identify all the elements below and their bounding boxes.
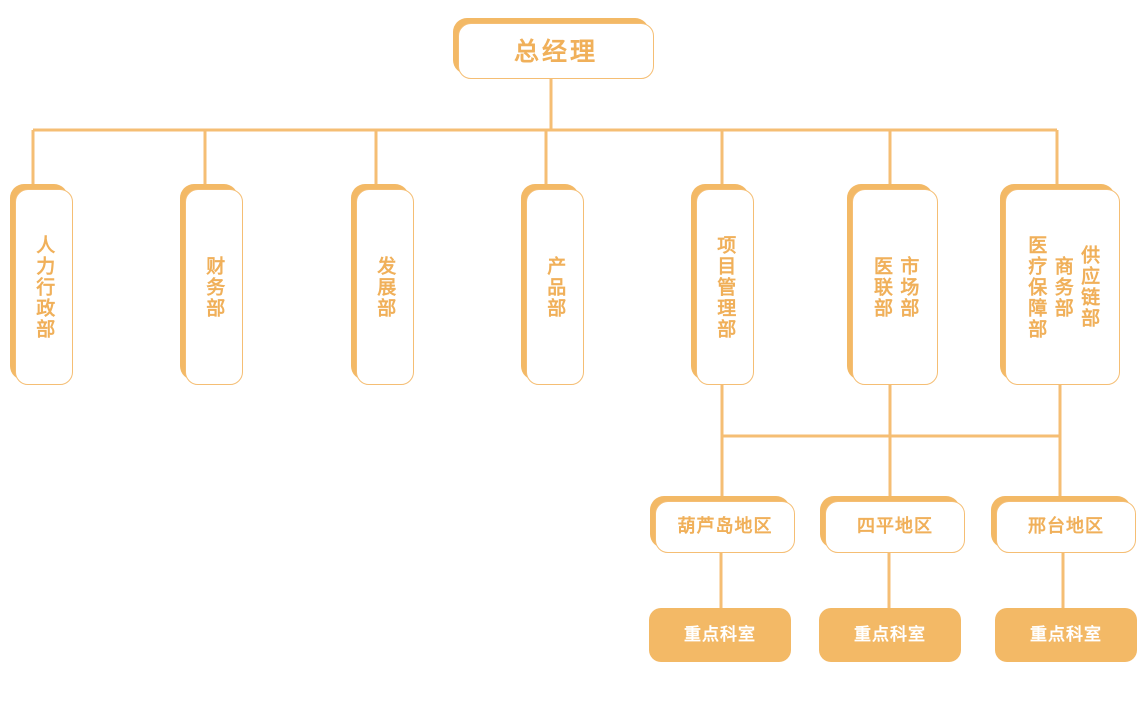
node-region-siping[interactable]: 四平地区 xyxy=(820,496,965,553)
node-label-general-manager: 总经理 xyxy=(513,36,598,66)
node-label-region-siping: 四平地区 xyxy=(857,516,933,537)
node-label-key-dept-xingtai: 重点科室 xyxy=(1030,624,1102,645)
node-label-business: 商务部 xyxy=(1051,255,1074,319)
node-finance[interactable]: 财务部 xyxy=(180,184,243,385)
node-face: 市场部 医联部 xyxy=(852,189,938,385)
vertical-label-group: 项目管理部 xyxy=(714,190,736,384)
vertical-label-group: 供应链部 商务部 医疗保障部 xyxy=(1025,190,1100,384)
node-hr-admin[interactable]: 人力行政部 xyxy=(10,184,73,385)
vertical-label-group: 财务部 xyxy=(203,190,225,384)
node-face: 财务部 xyxy=(185,189,243,385)
node-key-dept-xingtai[interactable]: 重点科室 xyxy=(995,608,1137,662)
node-label-key-dept-siping: 重点科室 xyxy=(854,624,926,645)
node-market-medical-union[interactable]: 市场部 医联部 xyxy=(847,184,938,385)
vertical-label-group: 市场部 医联部 xyxy=(871,190,920,384)
node-face: 邢台地区 xyxy=(996,501,1136,553)
node-label-medical-union: 医联部 xyxy=(871,255,893,319)
node-key-dept-siping[interactable]: 重点科室 xyxy=(819,608,961,662)
node-label-key-dept-huludao: 重点科室 xyxy=(684,624,756,645)
node-face: 葫芦岛地区 xyxy=(655,501,795,553)
node-face: 重点科室 xyxy=(649,608,791,662)
node-label-development: 发展部 xyxy=(374,255,397,319)
vertical-label-group: 产品部 xyxy=(544,190,566,384)
node-region-huludao[interactable]: 葫芦岛地区 xyxy=(650,496,795,553)
node-face: 四平地区 xyxy=(825,501,965,553)
node-label-hr-admin: 人力行政部 xyxy=(33,234,56,340)
node-label-product: 产品部 xyxy=(544,255,567,319)
node-label-market: 市场部 xyxy=(897,255,920,319)
node-general-manager[interactable]: 总经理 xyxy=(453,18,654,79)
node-face: 发展部 xyxy=(356,189,414,385)
node-face: 总经理 xyxy=(458,23,654,79)
node-face: 供应链部 商务部 医疗保障部 xyxy=(1005,189,1120,385)
node-project-management[interactable]: 项目管理部 xyxy=(691,184,754,385)
node-face: 重点科室 xyxy=(819,608,961,662)
node-label-region-huludao: 葫芦岛地区 xyxy=(677,516,773,537)
node-label-finance: 财务部 xyxy=(203,255,226,319)
node-supply-business-medical-support[interactable]: 供应链部 商务部 医疗保障部 xyxy=(1000,184,1120,385)
node-label-supply-chain: 供应链部 xyxy=(1078,245,1101,329)
node-product[interactable]: 产品部 xyxy=(521,184,584,385)
vertical-label-group: 发展部 xyxy=(374,190,396,384)
node-label-project-management: 项目管理部 xyxy=(714,234,737,340)
node-face: 重点科室 xyxy=(995,608,1137,662)
node-development[interactable]: 发展部 xyxy=(351,184,414,385)
node-face: 产品部 xyxy=(526,189,584,385)
node-region-xingtai[interactable]: 邢台地区 xyxy=(991,496,1136,553)
vertical-label-group: 人力行政部 xyxy=(33,190,55,384)
node-face: 项目管理部 xyxy=(696,189,754,385)
node-face: 人力行政部 xyxy=(15,189,73,385)
node-label-medical-support: 医疗保障部 xyxy=(1025,234,1048,340)
node-key-dept-huludao[interactable]: 重点科室 xyxy=(649,608,791,662)
node-label-region-xingtai: 邢台地区 xyxy=(1028,516,1104,537)
